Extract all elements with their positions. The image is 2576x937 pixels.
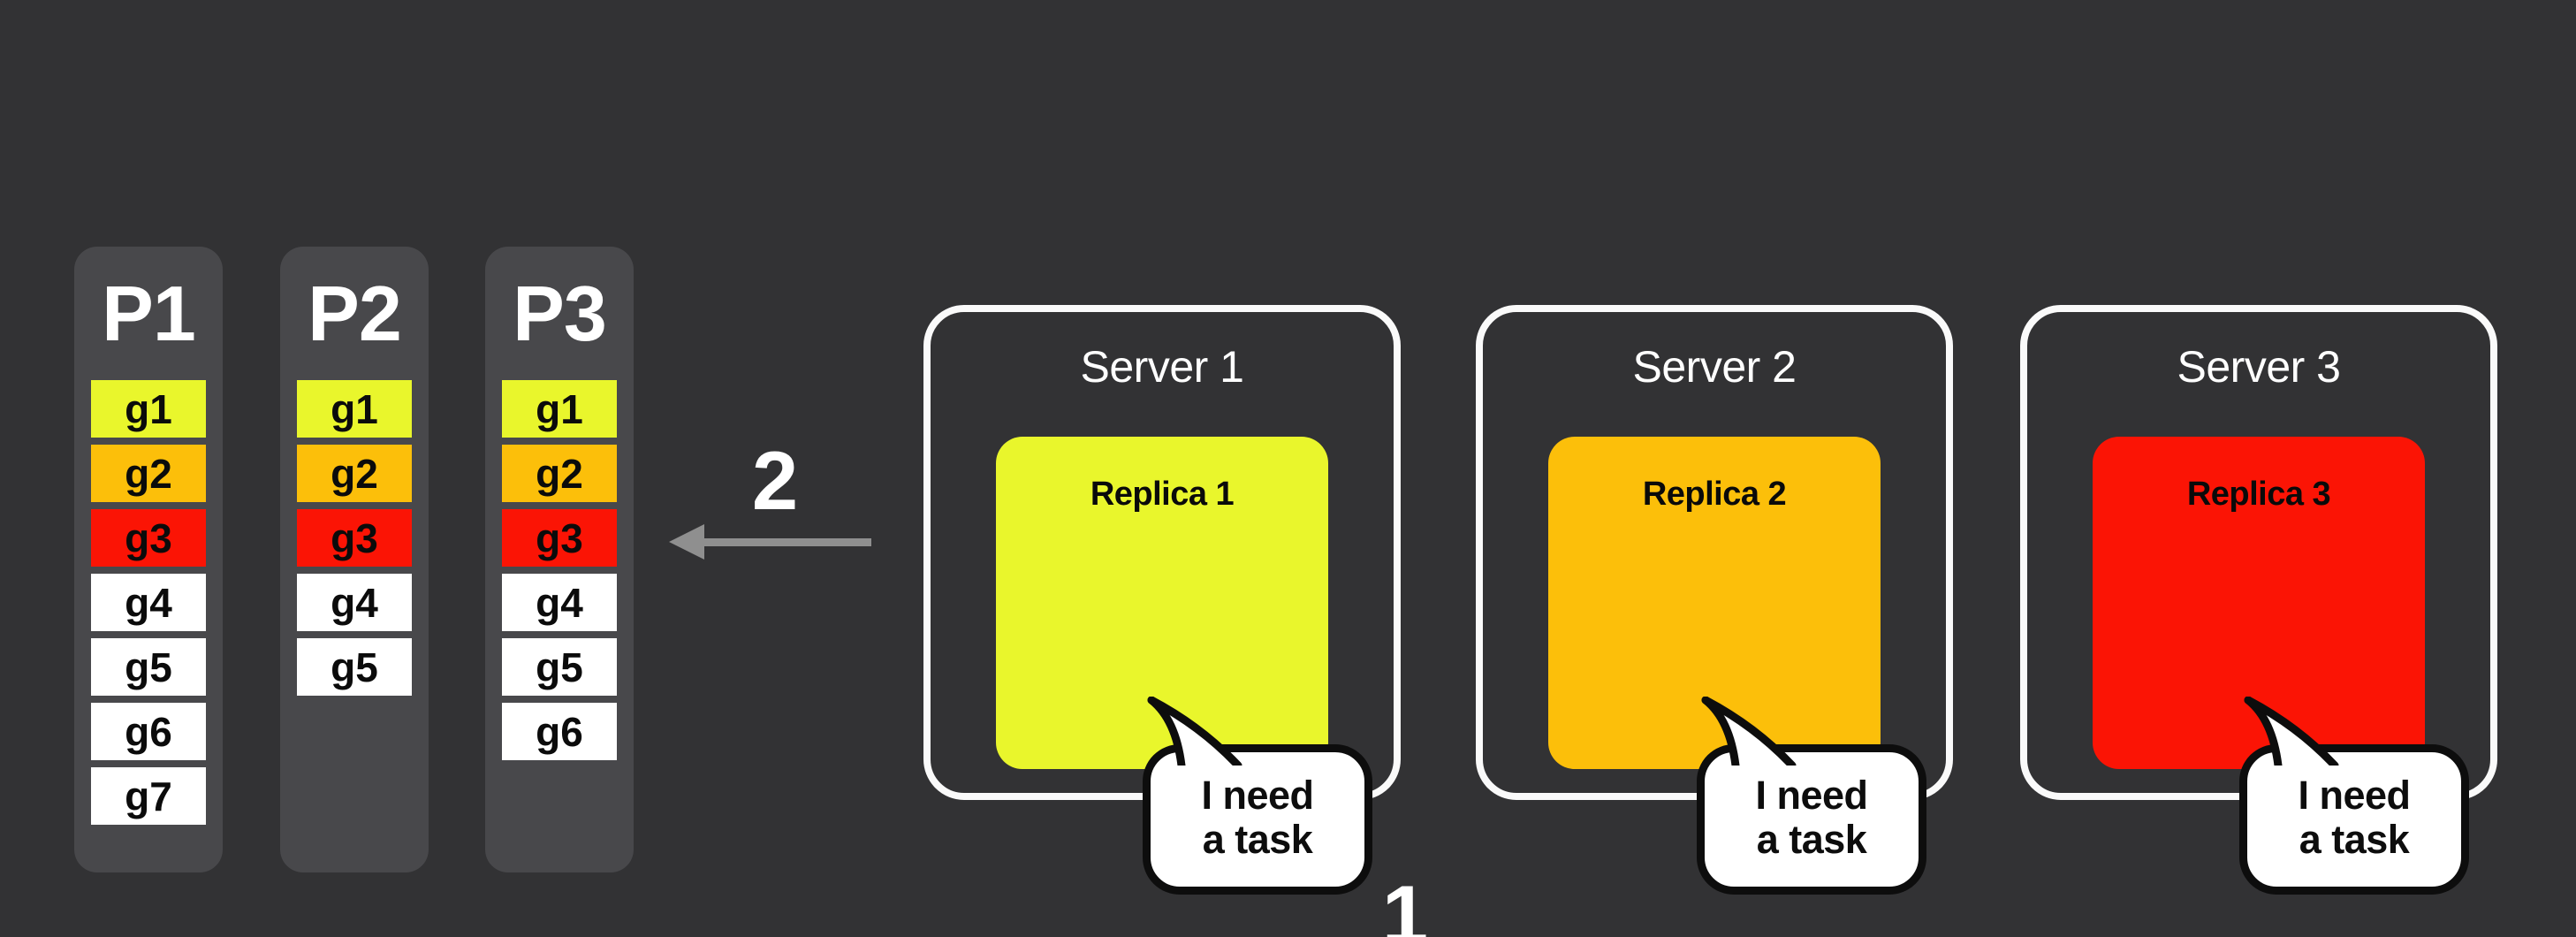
partition-column-p3: P3 g1 g2 g3 g4 g5 g6 <box>485 247 634 872</box>
partition-column-p2: P2 g1 g2 g3 g4 g5 <box>280 247 429 872</box>
task-cell: g4 <box>502 574 617 631</box>
bubble-tail-icon <box>1147 697 1242 766</box>
task-cell: g1 <box>297 380 412 438</box>
server-title: Server 2 <box>1632 342 1797 392</box>
speech-bubble-3: I need a task <box>2239 744 2469 895</box>
server-title: Server 1 <box>1080 342 1244 392</box>
task-cell: g2 <box>91 445 206 502</box>
task-list: g1 g2 g3 g4 g5 g6 <box>502 380 617 767</box>
partition-title: P1 <box>102 270 196 357</box>
task-cell: g2 <box>297 445 412 502</box>
partition-title: P2 <box>308 270 402 357</box>
step-2-label: 2 <box>751 434 799 527</box>
task-cell: g5 <box>91 638 206 696</box>
task-list: g1 g2 g3 g4 g5 g6 g7 <box>91 380 206 832</box>
arrow-left-icon <box>669 524 704 560</box>
task-cell: g1 <box>91 380 206 438</box>
task-cell: g3 <box>297 509 412 567</box>
speech-bubble-2: I need a task <box>1697 744 1926 895</box>
task-cell: g6 <box>502 703 617 760</box>
arrow-left-shaft <box>701 538 871 546</box>
task-cell: g7 <box>91 767 206 825</box>
task-cell: g5 <box>297 638 412 696</box>
replica-label: Replica 3 <box>2186 476 2331 513</box>
task-cell: g3 <box>502 509 617 567</box>
task-cell: g4 <box>297 574 412 631</box>
bubble-text: I need a task <box>1201 773 1314 862</box>
task-cell: g4 <box>91 574 206 631</box>
server-title: Server 3 <box>2177 342 2341 392</box>
task-cell: g2 <box>502 445 617 502</box>
task-list: g1 g2 g3 g4 g5 <box>297 380 412 703</box>
bubble-text: I need a task <box>2298 773 2411 862</box>
task-cell: g6 <box>91 703 206 760</box>
bubble-tail-icon <box>1701 697 1797 766</box>
partition-column-p1: P1 g1 g2 g3 g4 g5 g6 g7 <box>74 247 223 872</box>
replica-label: Replica 1 <box>1090 476 1235 513</box>
bubble-tail-icon <box>2244 697 2339 766</box>
task-cell: g1 <box>502 380 617 438</box>
speech-bubble-1: I need a task <box>1143 744 1372 895</box>
task-cell: g5 <box>502 638 617 696</box>
partition-title: P3 <box>513 270 607 357</box>
task-cell: g3 <box>91 509 206 567</box>
replica-label: Replica 2 <box>1642 476 1787 513</box>
step-1-label: 1 <box>1381 868 1429 937</box>
bubble-text: I need a task <box>1755 773 1868 862</box>
